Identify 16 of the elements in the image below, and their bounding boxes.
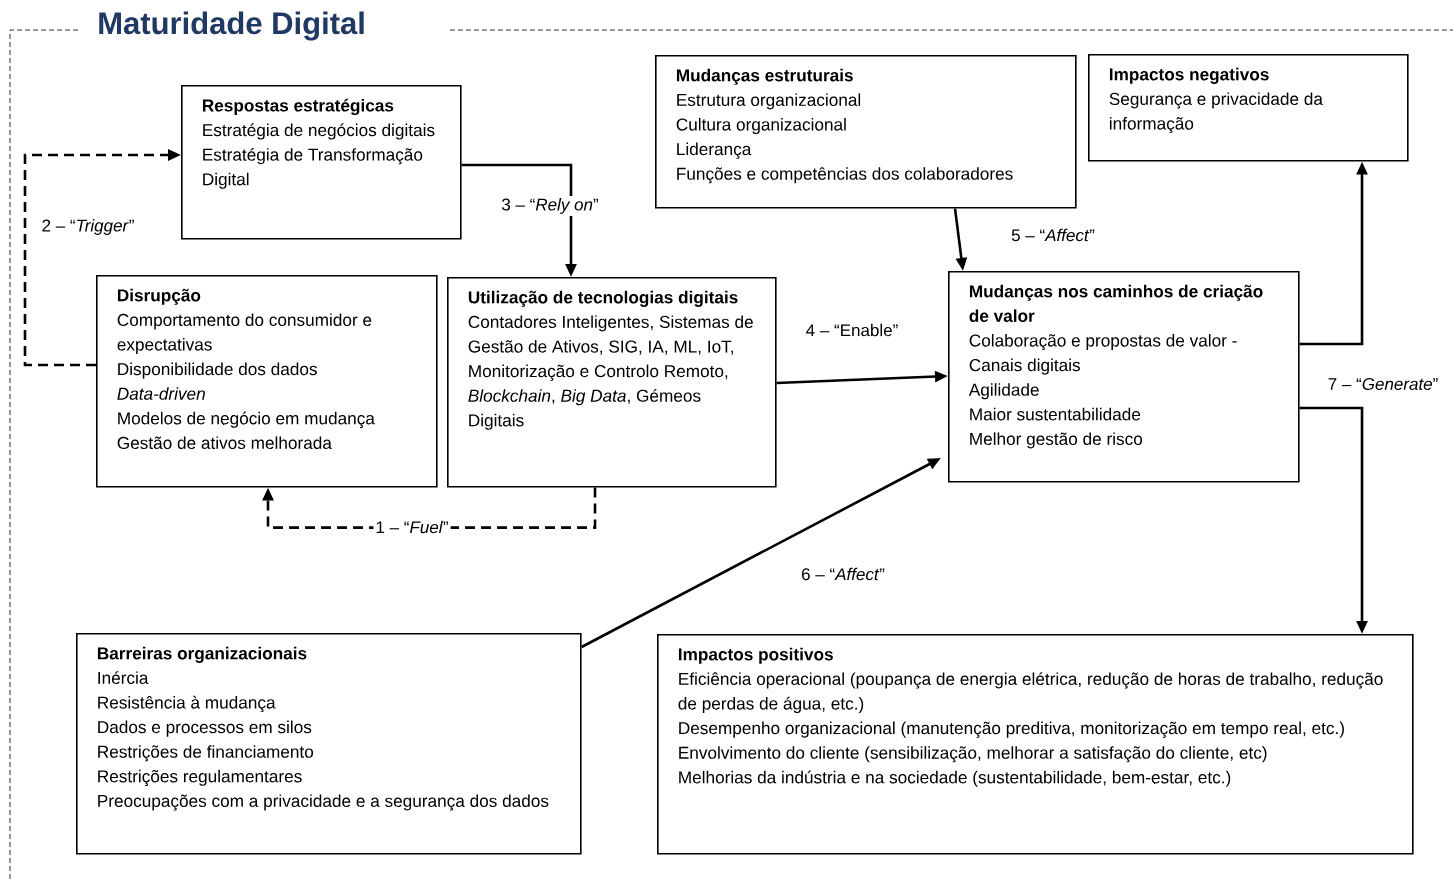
edge-label: 7 – “Generate”: [1328, 378, 1438, 391]
text-box: Impactos positivos Eficiência operacional (poupança de energia elétrica, redução de horas de trabalho, redução de perdas de água, etc.) Desempenho organizacional (manutenção preditiva, monitorização em tempo real, etc.) Envolvimento do cliente (sensibilização, melhorar a satisfação do cliente, etc) Melhorias da indústria e na sociedade (sustentabilidade, bem-estar, etc.): [657, 634, 1414, 855]
edge-label: 5 – “Affect”: [1011, 228, 1095, 242]
text-box: Mudanças estruturais Estrutura organizacional Cultura organizacional Liderança Funções e competências dos colaboradores: [655, 55, 1077, 209]
edge-label: 1 – “Fuel”: [373, 518, 451, 536]
text-box: Mudanças nos caminhos de criação de valor Colaboração e propostas de valor - Canais digitais Agilidade Maior sustentabilidade Melhor gestão de risco: [948, 271, 1300, 483]
edge-label: 3 – “Rely on”: [499, 196, 601, 216]
text-box: Utilização de tecnologias digitais Contadores Inteligentes, Sistemas de Gestão de Ativos, SIG, IA, ML, IoT, Monitorização e Controlo Remoto, Blockchain, Big Data, Gémeos Digitais: [447, 277, 777, 488]
edge-label: 4 – “Enable”: [806, 323, 898, 337]
title: Maturidade Digital: [99, 11, 364, 41]
text-box: Respostas estratégicas Estratégia de negócios digitais Estratégia de Transformação Digital: [181, 85, 462, 240]
text-box: Barreiras organizacionais Inércia Resistência à mudança Dados e processos em silos Restrições de financiamento Restrições regulamentares Preocupações com a privacidade e a segurança dos dados: [76, 633, 582, 855]
text-box: Impactos negativos Segurança e privacidade da informação: [1088, 54, 1409, 162]
edge-label: 6 – “Affect”: [802, 567, 885, 581]
edge-label: 2 – “Trigger”: [39, 217, 137, 237]
text-box: Disrupção Comportamento do consumidor e expectativas Disponibilidade dos dados Data-driven Modelos de negócio em mudança Gestão de ativos melhorada: [96, 275, 438, 488]
